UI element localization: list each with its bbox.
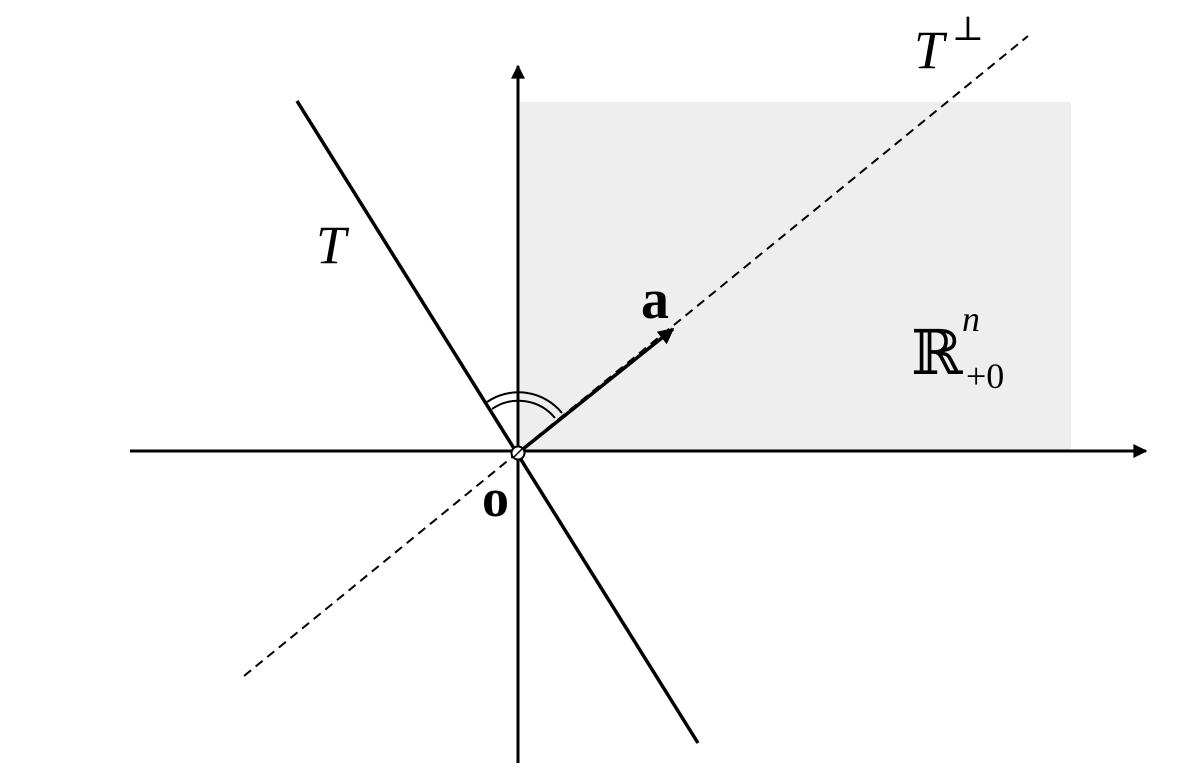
region-label-superscript: n: [962, 299, 980, 339]
vector-a: [516, 327, 675, 455]
region-label-subscript: +0: [966, 356, 1004, 396]
line-t-perp-label: T: [914, 20, 948, 80]
origin-point-slash: [512, 447, 524, 459]
angle-arc-inner: [491, 399, 556, 419]
line-t-perp: [243, 35, 1029, 677]
positive-orthant-region: [520, 102, 1071, 451]
region-label-base: ℝ: [911, 320, 963, 388]
vector-a-label: a: [641, 269, 669, 331]
origin-label: o: [482, 468, 509, 528]
line-t-label: T: [316, 215, 350, 275]
angle-arc-outer: [486, 391, 563, 414]
perp-symbol: ⊥: [952, 11, 984, 48]
line-t: [295, 100, 700, 744]
